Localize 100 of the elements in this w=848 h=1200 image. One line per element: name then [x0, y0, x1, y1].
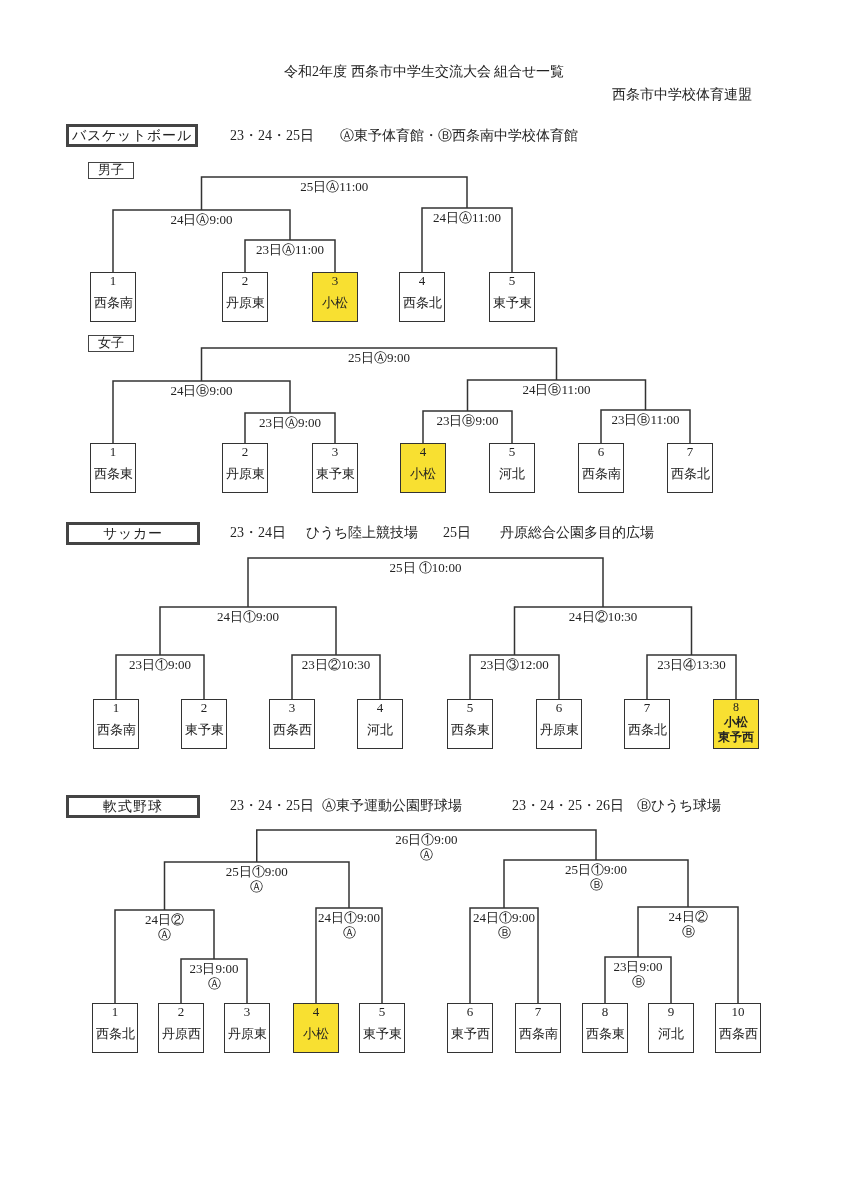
edge-label: 24日Ⓑ9:00: [169, 383, 234, 398]
sport-heading-box: サッカー: [66, 522, 200, 545]
team-number: 6: [596, 444, 606, 460]
bracket-line: [244, 412, 336, 444]
team-number: 5: [377, 1004, 387, 1020]
venue-text: Ⓑひうち球場: [637, 797, 721, 815]
team-number: 3: [242, 1004, 252, 1020]
team-name: 西条東: [584, 1025, 626, 1043]
team-number: 5: [465, 700, 475, 716]
team-name: 西条西: [271, 721, 313, 739]
team-box: [312, 272, 358, 322]
bracket-line: [315, 907, 383, 1004]
team-name: 西条東: [92, 465, 134, 483]
edge-label: 23日9:00 Ⓑ: [612, 959, 664, 989]
date-text: 25日: [443, 524, 471, 542]
match-label: 26日①9:00 Ⓐ: [394, 832, 459, 862]
edge-label: 24日② Ⓑ: [667, 909, 709, 939]
bracket-line: [469, 654, 560, 700]
team-number: 3: [287, 700, 297, 716]
team-name: 小松: [302, 1025, 330, 1043]
date-text: 23・24・25日: [230, 127, 314, 145]
match-label: 25日Ⓐ9:00: [346, 350, 412, 365]
team-box: [624, 699, 670, 749]
sport-heading-box: 軟式野球: [66, 795, 200, 818]
team-name: 東予東: [491, 294, 533, 312]
team-number: 7: [642, 700, 652, 716]
team-box: [90, 272, 136, 322]
organizer-text: 西条市中学校体育連盟: [612, 86, 752, 104]
team-box: [536, 699, 582, 749]
team-box: [582, 1003, 628, 1053]
sport-heading-box: バスケットボール: [66, 124, 198, 147]
bracket-line: [646, 654, 737, 700]
team-box: [667, 443, 713, 493]
team-box: [90, 443, 136, 493]
team-name: 河北: [657, 1025, 685, 1043]
team-number: 1: [108, 444, 118, 460]
edge-label: 24日①9:00 Ⓑ: [471, 910, 537, 940]
team-box: [359, 1003, 405, 1053]
team-box: [312, 443, 358, 493]
team-name: 小松: [321, 294, 349, 312]
team-number: 2: [199, 700, 209, 716]
team-box: [489, 272, 535, 322]
team-box: [578, 443, 624, 493]
team-box: [357, 699, 403, 749]
team-box: [224, 1003, 270, 1053]
team-name: 丹原東: [224, 465, 266, 483]
edge-label: 23日①9:00: [127, 657, 193, 672]
team-name: 西条南: [92, 294, 134, 312]
match-label: 24日②10:30: [567, 609, 639, 624]
team-box: [713, 699, 759, 749]
category-box: 女子: [88, 335, 134, 352]
edge-label: 23日Ⓐ9:00: [257, 415, 323, 430]
edge-label: 23日Ⓑ9:00: [435, 413, 500, 428]
team-number: 6: [554, 700, 564, 716]
team-number: 6: [465, 1004, 475, 1020]
team-name: 小松: [723, 715, 749, 730]
team-box: [515, 1003, 561, 1053]
team-name: 西条南: [517, 1025, 559, 1043]
team-name: 東予東: [361, 1025, 403, 1043]
team-box: [181, 699, 227, 749]
category-box: 男子: [88, 162, 134, 179]
team-number: 7: [533, 1004, 543, 1020]
team-number: 8: [732, 700, 740, 715]
team-name: 西条北: [626, 721, 668, 739]
team-box: [447, 1003, 493, 1053]
team-number: 1: [108, 273, 118, 289]
team-name: 西条南: [95, 721, 137, 739]
bracket-line: [604, 956, 672, 1004]
team-box: [489, 443, 535, 493]
team-box: [648, 1003, 694, 1053]
team-name: 西条東: [449, 721, 491, 739]
team-box: [447, 699, 493, 749]
edge-label: 23日③12:00: [479, 657, 550, 672]
team-box: [269, 699, 315, 749]
team-number: 1: [110, 1004, 120, 1020]
team-name: 丹原西: [160, 1025, 202, 1043]
bracket-line: [469, 907, 539, 1004]
team-name: 丹原東: [224, 294, 266, 312]
venue-text: ひうち陸上競技場: [306, 524, 418, 542]
team-name: 西条北: [401, 294, 443, 312]
team-name: 東予西: [717, 730, 755, 745]
team-number: 3: [330, 444, 340, 460]
team-number: 4: [417, 273, 427, 289]
edge-label: 24日② Ⓐ: [144, 912, 185, 942]
team-number: 8: [600, 1004, 610, 1020]
team-name: 河北: [366, 721, 394, 739]
bracket-line: [180, 958, 248, 1004]
team-number: 3: [330, 273, 340, 289]
match-label: 25日 ①10:00: [388, 560, 463, 575]
bracket-line: [112, 209, 291, 273]
venue-text: 丹原総合公園多目的広場: [500, 524, 654, 542]
edge-label: 24日①9:00 Ⓐ: [316, 910, 382, 940]
bracket-line: [600, 409, 691, 444]
team-number: 2: [176, 1004, 186, 1020]
team-box: [222, 272, 268, 322]
edge-label: 23日④13:30: [656, 657, 727, 672]
team-number: 5: [507, 444, 517, 460]
bracket-line: [291, 654, 381, 700]
team-name: 丹原東: [226, 1025, 268, 1043]
edge-label: 24日Ⓐ11:00: [431, 210, 503, 225]
